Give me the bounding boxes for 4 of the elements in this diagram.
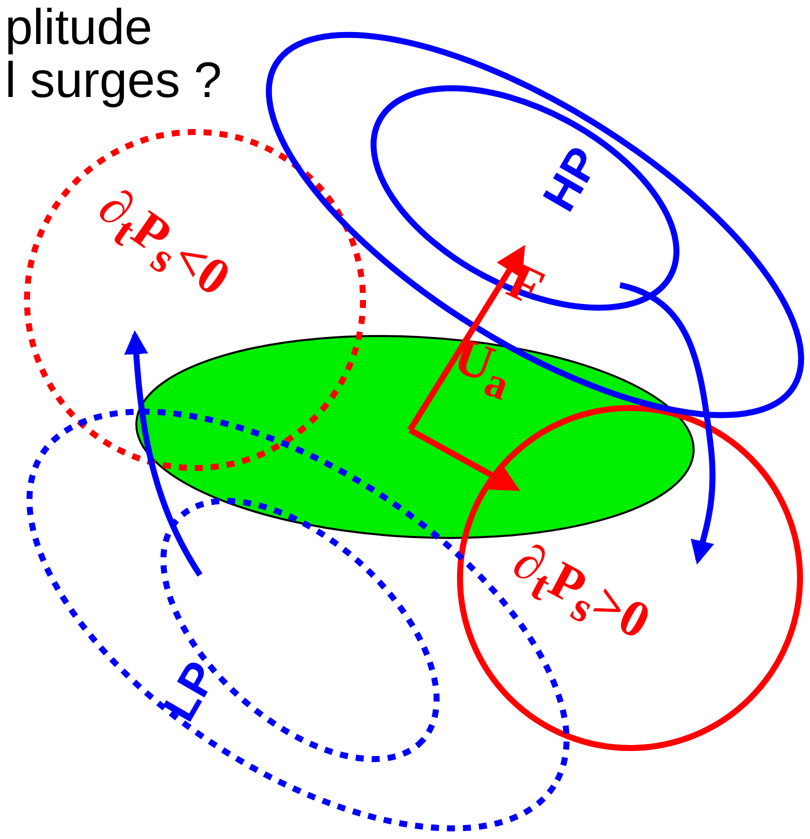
region-label: LP xyxy=(155,654,224,728)
region-label: HP xyxy=(535,140,607,218)
heading-text: l surges ? xyxy=(5,55,222,105)
heading-text: plitude xyxy=(5,2,152,52)
